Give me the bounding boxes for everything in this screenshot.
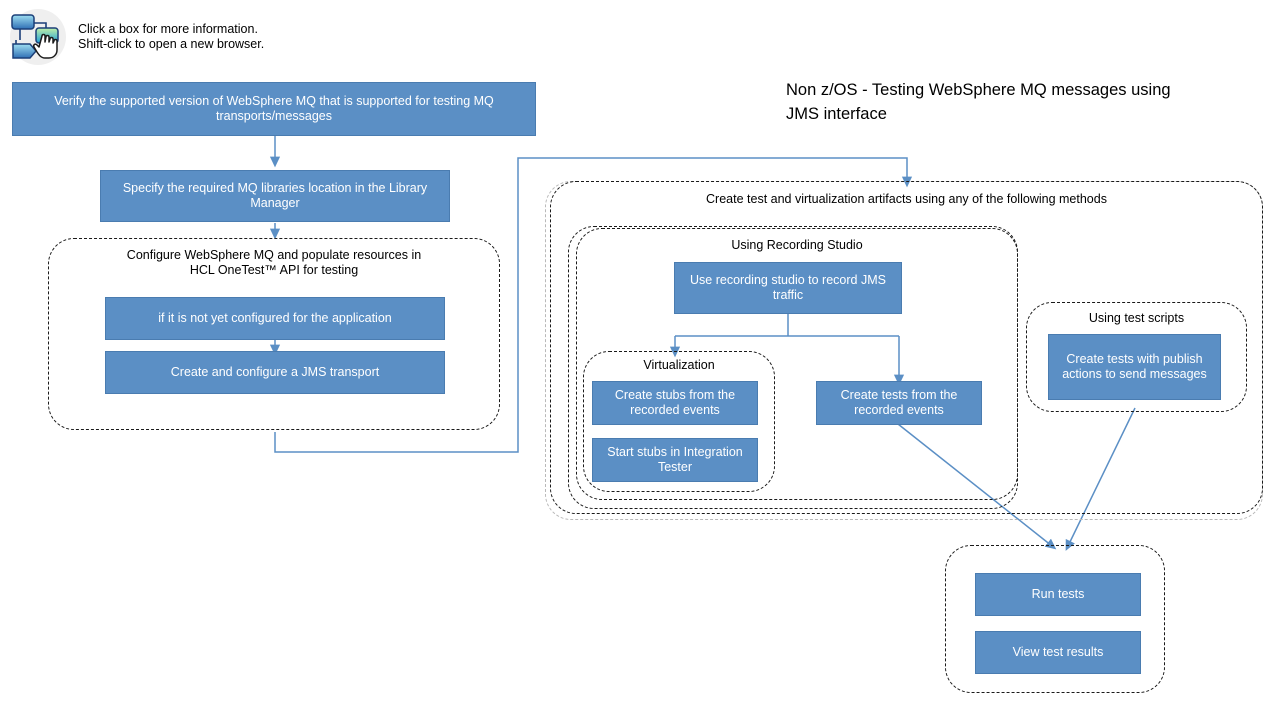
page-title: Non z/OS - Testing WebSphere MQ messages… [786,81,1171,123]
group-create-artifacts-label: Create test and virtualization artifacts… [706,192,1107,206]
box-specify-libraries[interactable]: Specify the required MQ libraries locati… [100,170,450,222]
group-virtualization [583,351,775,492]
box-use-recording-studio[interactable]: Use recording studio to record JMS traff… [674,262,902,314]
box-create-stubs[interactable]: Create stubs from the recorded events [592,381,758,425]
group-using-recording-studio [576,228,1018,500]
group-using-recording-studio-label: Using Recording Studio [731,238,863,252]
flowchart-hand-cursor-icon [6,6,70,68]
box-not-configured[interactable]: if it is not yet configured for the appl… [105,297,445,340]
box-verify-version[interactable]: Verify the supported version of WebSpher… [12,82,536,136]
group-virtualization-label: Virtualization [643,358,715,372]
box-create-tests-recorded[interactable]: Create tests from the recorded events [816,381,982,425]
header-instructions: Click a box for more information. Shift-… [78,22,265,51]
box-run-tests[interactable]: Run tests [975,573,1141,616]
box-create-jms-transport[interactable]: Create and configure a JMS transport [105,351,445,394]
box-view-test-results[interactable]: View test results [975,631,1141,674]
box-start-stubs[interactable]: Start stubs in Integration Tester [592,438,758,482]
group-configure-mq-label: Configure WebSphere MQ and populate reso… [126,248,422,277]
group-create-artifacts [550,181,1263,514]
group-configure-mq [48,238,500,430]
group-results [945,545,1165,693]
box-create-tests-publish[interactable]: Create tests with publish actions to sen… [1048,334,1221,400]
group-using-test-scripts-label: Using test scripts [1088,311,1185,325]
group-using-test-scripts [1026,302,1247,412]
